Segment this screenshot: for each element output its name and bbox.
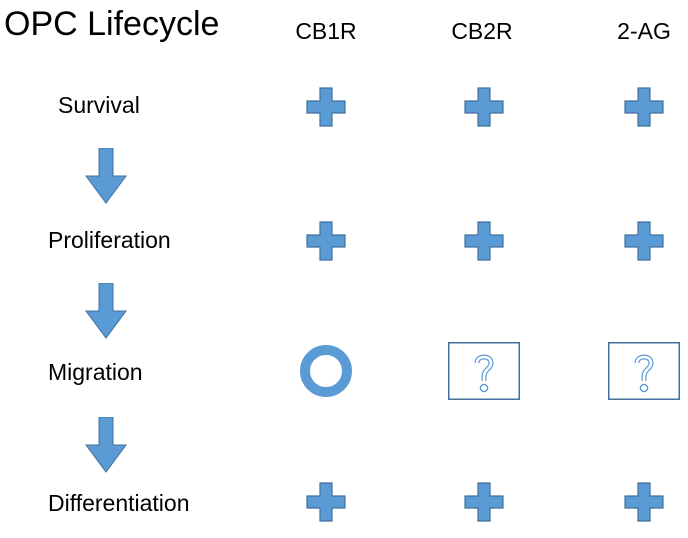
stage-label-proliferation: Proliferation xyxy=(48,227,171,253)
question-mark-icon xyxy=(604,336,684,406)
plus-icon xyxy=(286,467,366,537)
circle-icon xyxy=(286,336,366,406)
stage-label-survival: Survival xyxy=(58,92,140,118)
plus-icon xyxy=(604,206,684,276)
column-header-cb2r: CB2R xyxy=(451,18,513,44)
plus-icon xyxy=(286,206,366,276)
question-mark-icon xyxy=(444,336,524,406)
column-header-cb1r: CB1R xyxy=(295,18,357,44)
plus-icon xyxy=(444,206,524,276)
plus-icon xyxy=(286,72,366,142)
plus-icon xyxy=(444,72,524,142)
column-header-2ag: 2-AG xyxy=(617,18,671,44)
plus-icon xyxy=(444,467,524,537)
stage-label-differentiation: Differentiation xyxy=(48,490,190,516)
down-arrow-icon xyxy=(85,417,127,473)
plus-icon xyxy=(604,467,684,537)
diagram-title: OPC Lifecycle xyxy=(4,5,220,43)
stage-label-migration: Migration xyxy=(48,359,143,385)
down-arrow-icon xyxy=(85,283,127,339)
plus-icon xyxy=(604,72,684,142)
down-arrow-icon xyxy=(85,148,127,204)
